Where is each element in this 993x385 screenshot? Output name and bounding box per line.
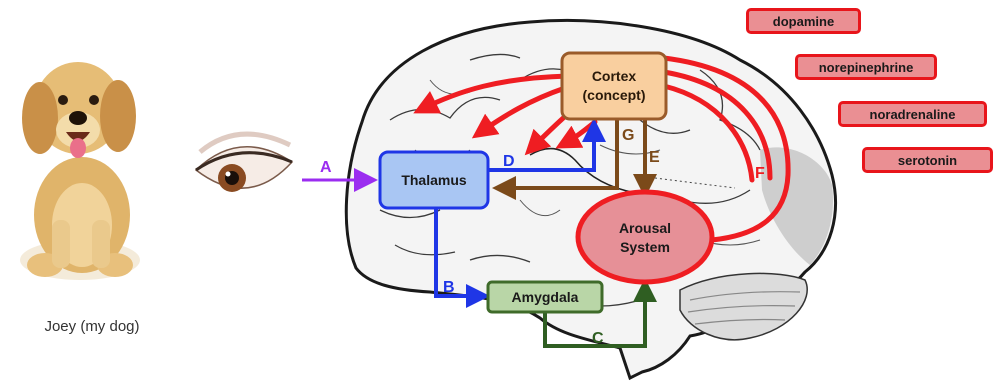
pathway-f-label: F [755,165,765,182]
dog-caption: Joey (my dog) [22,318,162,335]
amygdala-label: Amygdala [512,289,579,305]
thalamus-label: Thalamus [401,172,467,188]
arousal-label-line2: System [620,239,670,255]
amygdala-node: Amygdala [488,282,602,312]
cortex-node: Cortex (concept) [562,53,666,119]
neurotransmitter-dopamine: dopamine [746,8,861,34]
thalamus-node: Thalamus [380,152,488,208]
cortex-label-line2: (concept) [583,87,646,103]
pathway-d-label: D [503,153,515,170]
pathway-a-label: A [320,159,332,176]
cortex-label-line1: Cortex [592,68,637,84]
arousal-label-line1: Arousal [619,220,671,236]
neurotransmitter-serotonin: serotonin [862,147,993,173]
pathway-e-label: E [649,149,660,166]
dog-image [20,62,140,280]
neurotransmitter-noradrenaline: noradrenaline [838,101,987,127]
pathway-c-label: C [592,330,604,347]
pathway-g-label: G [622,127,634,144]
arousal-system-node: Arousal System [578,192,712,282]
pathway-b-label: B [443,279,455,296]
eye-image [196,134,292,192]
neurotransmitter-norepinephrine: norepinephrine [795,54,937,80]
